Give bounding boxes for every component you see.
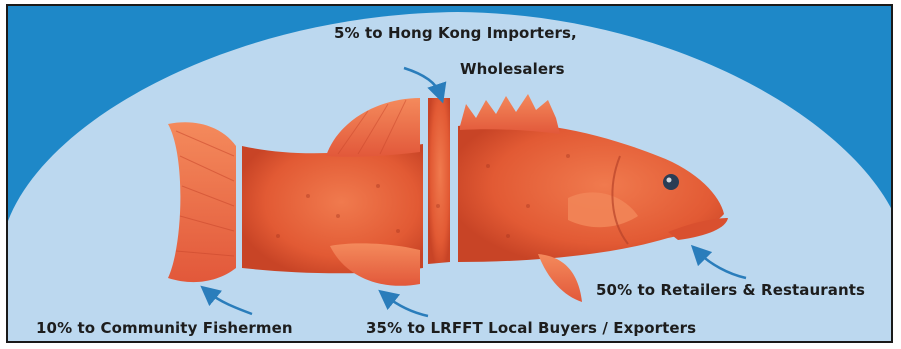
buyers-label: 35% to LRFFT Local Buyers / Exporters [366,319,696,337]
importers-label-line1: 5% to Hong Kong Importers, [334,24,577,42]
retailers-label: 50% to Retailers & Restaurants [596,281,865,299]
importers-label-line2: Wholesalers [460,60,565,78]
fishermen-label: 10% to Community Fishermen [36,319,293,337]
diagram-frame: 5% to Hong Kong Importers, Wholesalers 5… [6,4,893,343]
fish-middle-slice [428,98,450,264]
fish-eye [663,174,679,190]
